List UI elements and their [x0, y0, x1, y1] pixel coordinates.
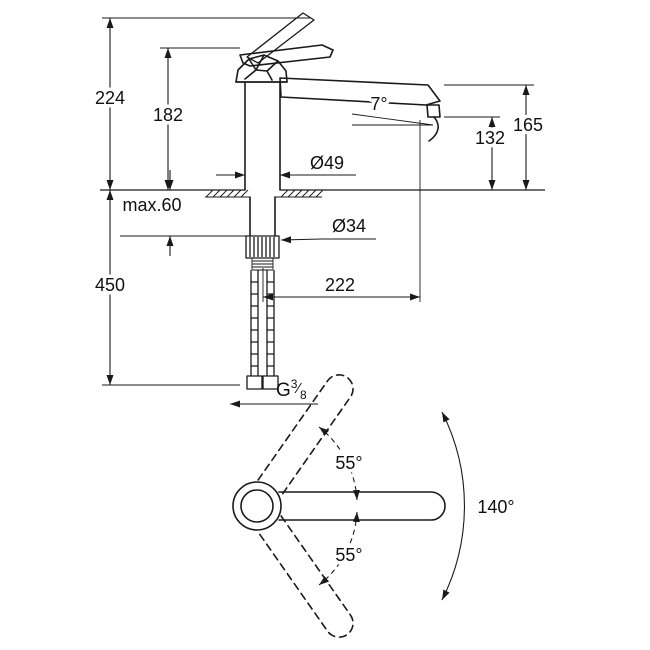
- dim-swivel-total-label: 140°: [477, 497, 514, 517]
- faucet-top-view: 55° 55° 140°: [232, 374, 518, 638]
- dim-total-height: 224: [91, 17, 310, 190]
- thread-numerator: 3: [291, 377, 298, 391]
- dim-spout-angle-label: 7°: [370, 94, 387, 114]
- dim-body-diameter-label: Ø49: [310, 153, 344, 173]
- faucet-body: [235, 81, 288, 191]
- faucet-spout: [279, 77, 441, 106]
- dimension-annotations: 224 182 165 132 7° Ø49: [91, 17, 547, 408]
- lever-raised-outline: [246, 12, 315, 64]
- spout-upper-limit-position: [257, 374, 354, 497]
- deck-hatching: [205, 189, 324, 198]
- threaded-stub: [251, 258, 274, 271]
- dim-outlet-height: 132: [444, 116, 509, 190]
- spout-dashed-outline: [257, 515, 354, 638]
- dim-below-deck-length-label: 450: [95, 275, 125, 295]
- base-outer-circle: [232, 481, 282, 531]
- faucet-lever: [239, 44, 334, 67]
- dim-spout-height: 165: [444, 84, 547, 190]
- dim-thread-size-label: G3⁄8: [276, 377, 307, 402]
- thread-denominator: 8: [300, 388, 307, 402]
- dim-spout-height-label: 165: [513, 115, 543, 135]
- dim-swivel-total: 140°: [441, 411, 518, 601]
- dim-below-deck-length: 450: [91, 190, 240, 386]
- water-stream-symbol: [428, 116, 439, 142]
- dim-spout-angle: 7°: [351, 91, 434, 126]
- dim-total-height-label: 224: [95, 88, 125, 108]
- dim-spout-reach: 222: [262, 120, 421, 302]
- dim-swivel-upper-label: 55°: [335, 453, 362, 473]
- aerator: [426, 104, 441, 118]
- dim-thread-size: G3⁄8: [230, 377, 318, 408]
- dim-swivel-lower-label: 55°: [335, 545, 362, 565]
- thread-prefix: G: [276, 380, 291, 401]
- mounting-shank: [249, 196, 276, 237]
- base-inner-circle: [240, 489, 274, 523]
- dim-outlet-height-label: 132: [475, 128, 505, 148]
- mounting-nut: [245, 235, 280, 259]
- dim-shank-diameter: Ø34: [280, 216, 376, 244]
- angle-rays: [351, 113, 434, 126]
- leader-line: [280, 236, 376, 244]
- arc-line: [318, 511, 360, 586]
- dim-spout-reach-label: 222: [325, 275, 355, 295]
- thread-slash: ⁄: [293, 380, 302, 397]
- arc-line: [318, 426, 360, 501]
- dim-max-deck-thickness: max.60: [119, 170, 252, 256]
- dim-swivel-lower: 55°: [318, 511, 366, 586]
- supply-hoses: [250, 270, 275, 376]
- spout-lower-limit-position: [257, 515, 354, 638]
- faucet-side-view: [100, 12, 545, 390]
- spout-center-position: [278, 491, 446, 521]
- dim-body-diameter: Ø49: [216, 153, 356, 179]
- dim-body-height-label: 182: [153, 105, 183, 125]
- dim-shank-diameter-label: Ø34: [332, 216, 366, 236]
- faucet-handle-dome: [235, 54, 288, 83]
- arc-line: [441, 411, 465, 601]
- hose-connectors: [246, 375, 279, 390]
- spout-dashed-outline: [257, 374, 354, 497]
- dim-swivel-upper: 55°: [318, 426, 366, 501]
- dim-body-height: 182: [149, 47, 240, 190]
- dim-max-deck-thickness-label: max.60: [122, 195, 181, 215]
